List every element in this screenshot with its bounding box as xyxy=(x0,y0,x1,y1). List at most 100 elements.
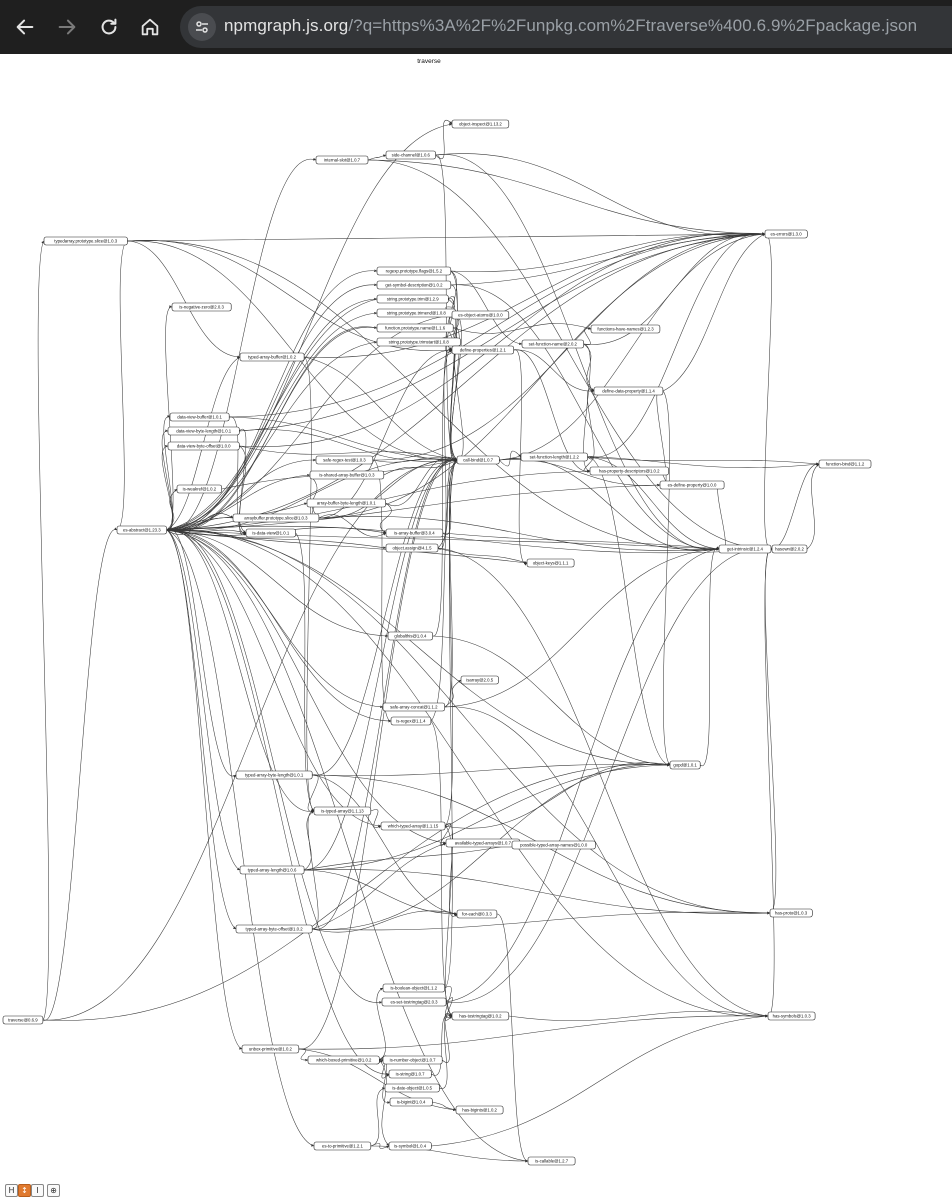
node-is-date-object[interactable]: is-date-object@1.0.5 xyxy=(384,1083,440,1093)
node-gopd[interactable]: gopd@1.0.1 xyxy=(669,760,701,770)
node-es-object-atoms[interactable]: es-object-atoms@1.0.0 xyxy=(451,310,510,320)
edge-define-data-property-to-es-errors xyxy=(662,233,766,392)
node-has-tostringtag[interactable]: has-tostringtag@1.0.2 xyxy=(451,1011,510,1021)
node-box xyxy=(590,324,661,334)
site-info-button[interactable] xyxy=(188,13,216,41)
node-object-assign[interactable]: object.assign@4.1.5 xyxy=(385,543,439,553)
node-is-boolean-object[interactable]: is-boolean-object@1.1.2 xyxy=(382,983,446,993)
node-data-view-buffer[interactable]: data-view-buffer@1.0.1 xyxy=(169,412,230,422)
edge-typed-array-byte-length-to-for-each xyxy=(312,774,458,915)
node-is-symbol[interactable]: is-symbol@1.0.4 xyxy=(388,1141,432,1151)
node-object-keys[interactable]: object-keys@1.1.1 xyxy=(526,558,575,568)
node-typed-array-byte-length[interactable]: typed-array-byte-length@1.0.1 xyxy=(235,770,313,780)
node-es-abstract[interactable]: es-abstract@1.23.3 xyxy=(116,525,167,535)
address-bar[interactable]: npmgraph.js.org/?q=https%3A%2F%2Funpkg.c… xyxy=(180,6,952,48)
node-label: string.prototype.trim@1.2.9 xyxy=(387,297,439,302)
node-is-bigint[interactable]: is-bigint@1.0.4 xyxy=(389,1097,433,1107)
node-box xyxy=(307,1055,380,1065)
node-is-number-object[interactable]: is-number-object@1.0.7 xyxy=(382,1055,443,1065)
node-set-function-name[interactable]: set-function-name@2.0.2 xyxy=(521,339,585,349)
node-typed-array-byte-offset[interactable]: typed-array-byte-offset@1.0.2 xyxy=(235,924,313,934)
node-possible-typed-array-names[interactable]: possible-typed-array-names@1.0.0 xyxy=(511,840,596,850)
node-set-function-length[interactable]: set-function-length@1.2.2 xyxy=(520,452,588,462)
edge-es-abstract-to-data-view-byte-offset xyxy=(161,444,173,531)
node-is-weakref[interactable]: is-weakref@1.0.2 xyxy=(176,484,223,494)
node-is-callable[interactable]: is-callable@1.2.7 xyxy=(527,1156,576,1166)
node-is-regex[interactable]: is-regex@1.1.4 xyxy=(390,716,432,726)
node-side-channel[interactable]: side-channel@1.0.6 xyxy=(385,150,436,160)
node-is-negative-zero[interactable]: is-negative-zero@2.0.3 xyxy=(171,302,232,312)
node-regexp-flags[interactable]: regexp.prototype.flags@1.5.2 xyxy=(376,266,452,276)
node-internal-slot[interactable]: internal-slot@1.0.7 xyxy=(315,155,369,165)
node-box xyxy=(593,386,664,396)
node-typed-array-buffer[interactable]: typed-array-buffer@1.0.2 xyxy=(239,352,305,362)
node-get-intrinsic[interactable]: get-intrinsic@1.2.4 xyxy=(718,544,772,554)
node-es-set-tostringtag[interactable]: es-set-tostringtag@2.0.3 xyxy=(381,997,447,1007)
reload-button[interactable] xyxy=(93,11,125,43)
node-string-trimend[interactable]: string.prototype.trimend@1.0.8 xyxy=(376,308,456,318)
node-data-view-byte-length[interactable]: data-view-byte-length@1.0.1 xyxy=(167,426,240,436)
node-object-inspect[interactable]: object-inspect@1.13.2 xyxy=(451,119,510,129)
node-box xyxy=(376,337,461,347)
node-function-name[interactable]: function.prototype.name@1.1.6 xyxy=(376,323,454,333)
node-safe-array-concat[interactable]: safe-array-concat@1.1.2 xyxy=(382,702,446,712)
node-typed-array-length[interactable]: typed-array-length@1.0.6 xyxy=(239,865,305,875)
forward-button[interactable] xyxy=(51,11,83,43)
edge-set-function-length-to-get-intrinsic xyxy=(587,456,720,551)
node-function-bind[interactable]: function-bind@1.1.2 xyxy=(818,459,872,469)
node-call-bind[interactable]: call-bind@1.0.7 xyxy=(456,455,500,465)
toolbar-button-i[interactable]: I xyxy=(31,1184,44,1197)
back-button[interactable] xyxy=(9,11,41,43)
node-isarray[interactable]: isarray@2.0.5 xyxy=(460,675,499,685)
node-available-typed-arrays[interactable]: available-typed-arrays@1.0.7 xyxy=(445,838,521,848)
node-has-proto[interactable]: has-proto@1.0.3 xyxy=(769,908,813,918)
edge-unbox-primitive-to-has-bigints xyxy=(298,1048,457,1112)
node-safe-regex-test[interactable]: safe-regex-test@1.0.3 xyxy=(315,455,374,465)
node-which-typed-array[interactable]: which-typed-array@1.1.15 xyxy=(380,821,446,831)
toolbar-button-orientation[interactable]: ↕ xyxy=(18,1184,31,1197)
node-es-errors[interactable]: es-errors@1.3.0 xyxy=(764,229,808,239)
node-box xyxy=(315,455,374,465)
edge-typed-array-byte-offset-to-has-proto xyxy=(312,911,771,931)
node-string-trim[interactable]: string.prototype.trim@1.2.9 xyxy=(376,294,449,304)
node-is-data-view[interactable]: is-data-view@1.0.1 xyxy=(245,528,296,538)
node-traverse[interactable]: traverse@0.6.9 xyxy=(2,1015,44,1025)
toolbar-button-zoom[interactable]: ⊕ xyxy=(47,1184,60,1197)
node-box xyxy=(521,339,585,349)
toolbar-button-h[interactable]: H xyxy=(5,1184,18,1197)
node-arraybuffer-slice[interactable]: arraybuffer.prototype.slice@1.0.3 xyxy=(232,513,320,523)
node-is-typed-array[interactable]: is-typed-array@1.1.13 xyxy=(313,806,372,816)
home-button[interactable] xyxy=(134,11,166,43)
node-is-array-buffer[interactable]: is-array-buffer@3.0.4 xyxy=(385,528,444,538)
node-data-view-byte-offset[interactable]: data-view-byte-offset@1.0.0 xyxy=(167,441,240,451)
node-is-string[interactable]: is-string@1.0.7 xyxy=(388,1069,432,1079)
node-for-each[interactable]: for-each@0.3.3 xyxy=(456,909,498,919)
edge-data-view-buffer-to-es-errors xyxy=(229,232,766,418)
node-box xyxy=(167,441,240,451)
edge-function-name-to-call-bind xyxy=(450,327,460,463)
node-hasown[interactable]: hasown@2.0.2 xyxy=(771,544,808,554)
node-es-define-property[interactable]: es-define-property@1.0.0 xyxy=(659,480,725,490)
node-define-data-property[interactable]: define-data-property@1.1.4 xyxy=(593,386,664,396)
node-globalthis[interactable]: globalthis@1.0.4 xyxy=(387,631,434,641)
node-unbox-primitive[interactable]: unbox-primitive@1.0.2 xyxy=(241,1044,300,1054)
graph-canvas: traverse traverse@0.6.9 typedarray.protot… xyxy=(2,58,872,1166)
node-has-symbols[interactable]: has-symbols@1.0.3 xyxy=(767,1011,816,1021)
node-label: isarray@2.0.5 xyxy=(466,678,493,683)
graph-title: traverse xyxy=(417,58,441,65)
node-label: typed-array-byte-length@1.0.1 xyxy=(245,773,304,778)
node-typedarray-slice[interactable]: typedarray.prototype.slice@1.0.3 xyxy=(43,236,128,246)
node-es-to-primitive[interactable]: es-to-primitive@1.2.1 xyxy=(313,1141,372,1151)
node-functions-have-names[interactable]: functions-have-names@1.2.3 xyxy=(590,324,661,334)
node-define-properties[interactable]: define-properties@1.2.1 xyxy=(451,345,515,355)
node-is-shared-array-buffer[interactable]: is-shared-array-buffer@1.0.3 xyxy=(309,470,385,480)
node-string-trimstart[interactable]: string.prototype.trimstart@1.0.8 xyxy=(376,337,461,347)
node-has-bigints[interactable]: has-bigints@1.0.2 xyxy=(455,1105,504,1115)
node-get-symbol-description[interactable]: get-symbol-description@1.0.2 xyxy=(376,280,452,290)
url-text[interactable]: npmgraph.js.org/?q=https%3A%2F%2Funpkg.c… xyxy=(224,16,917,36)
node-which-boxed-primitive[interactable]: which-boxed-primitive@1.0.2 xyxy=(307,1055,380,1065)
node-label: is-symbol@1.0.4 xyxy=(394,1144,427,1149)
node-array-buffer-byte-length[interactable]: array-buffer-byte-length@1.0.1 xyxy=(306,498,386,508)
node-box xyxy=(460,675,499,685)
node-has-property-descriptors[interactable]: has-property-descriptors@1.0.2 xyxy=(589,466,669,476)
